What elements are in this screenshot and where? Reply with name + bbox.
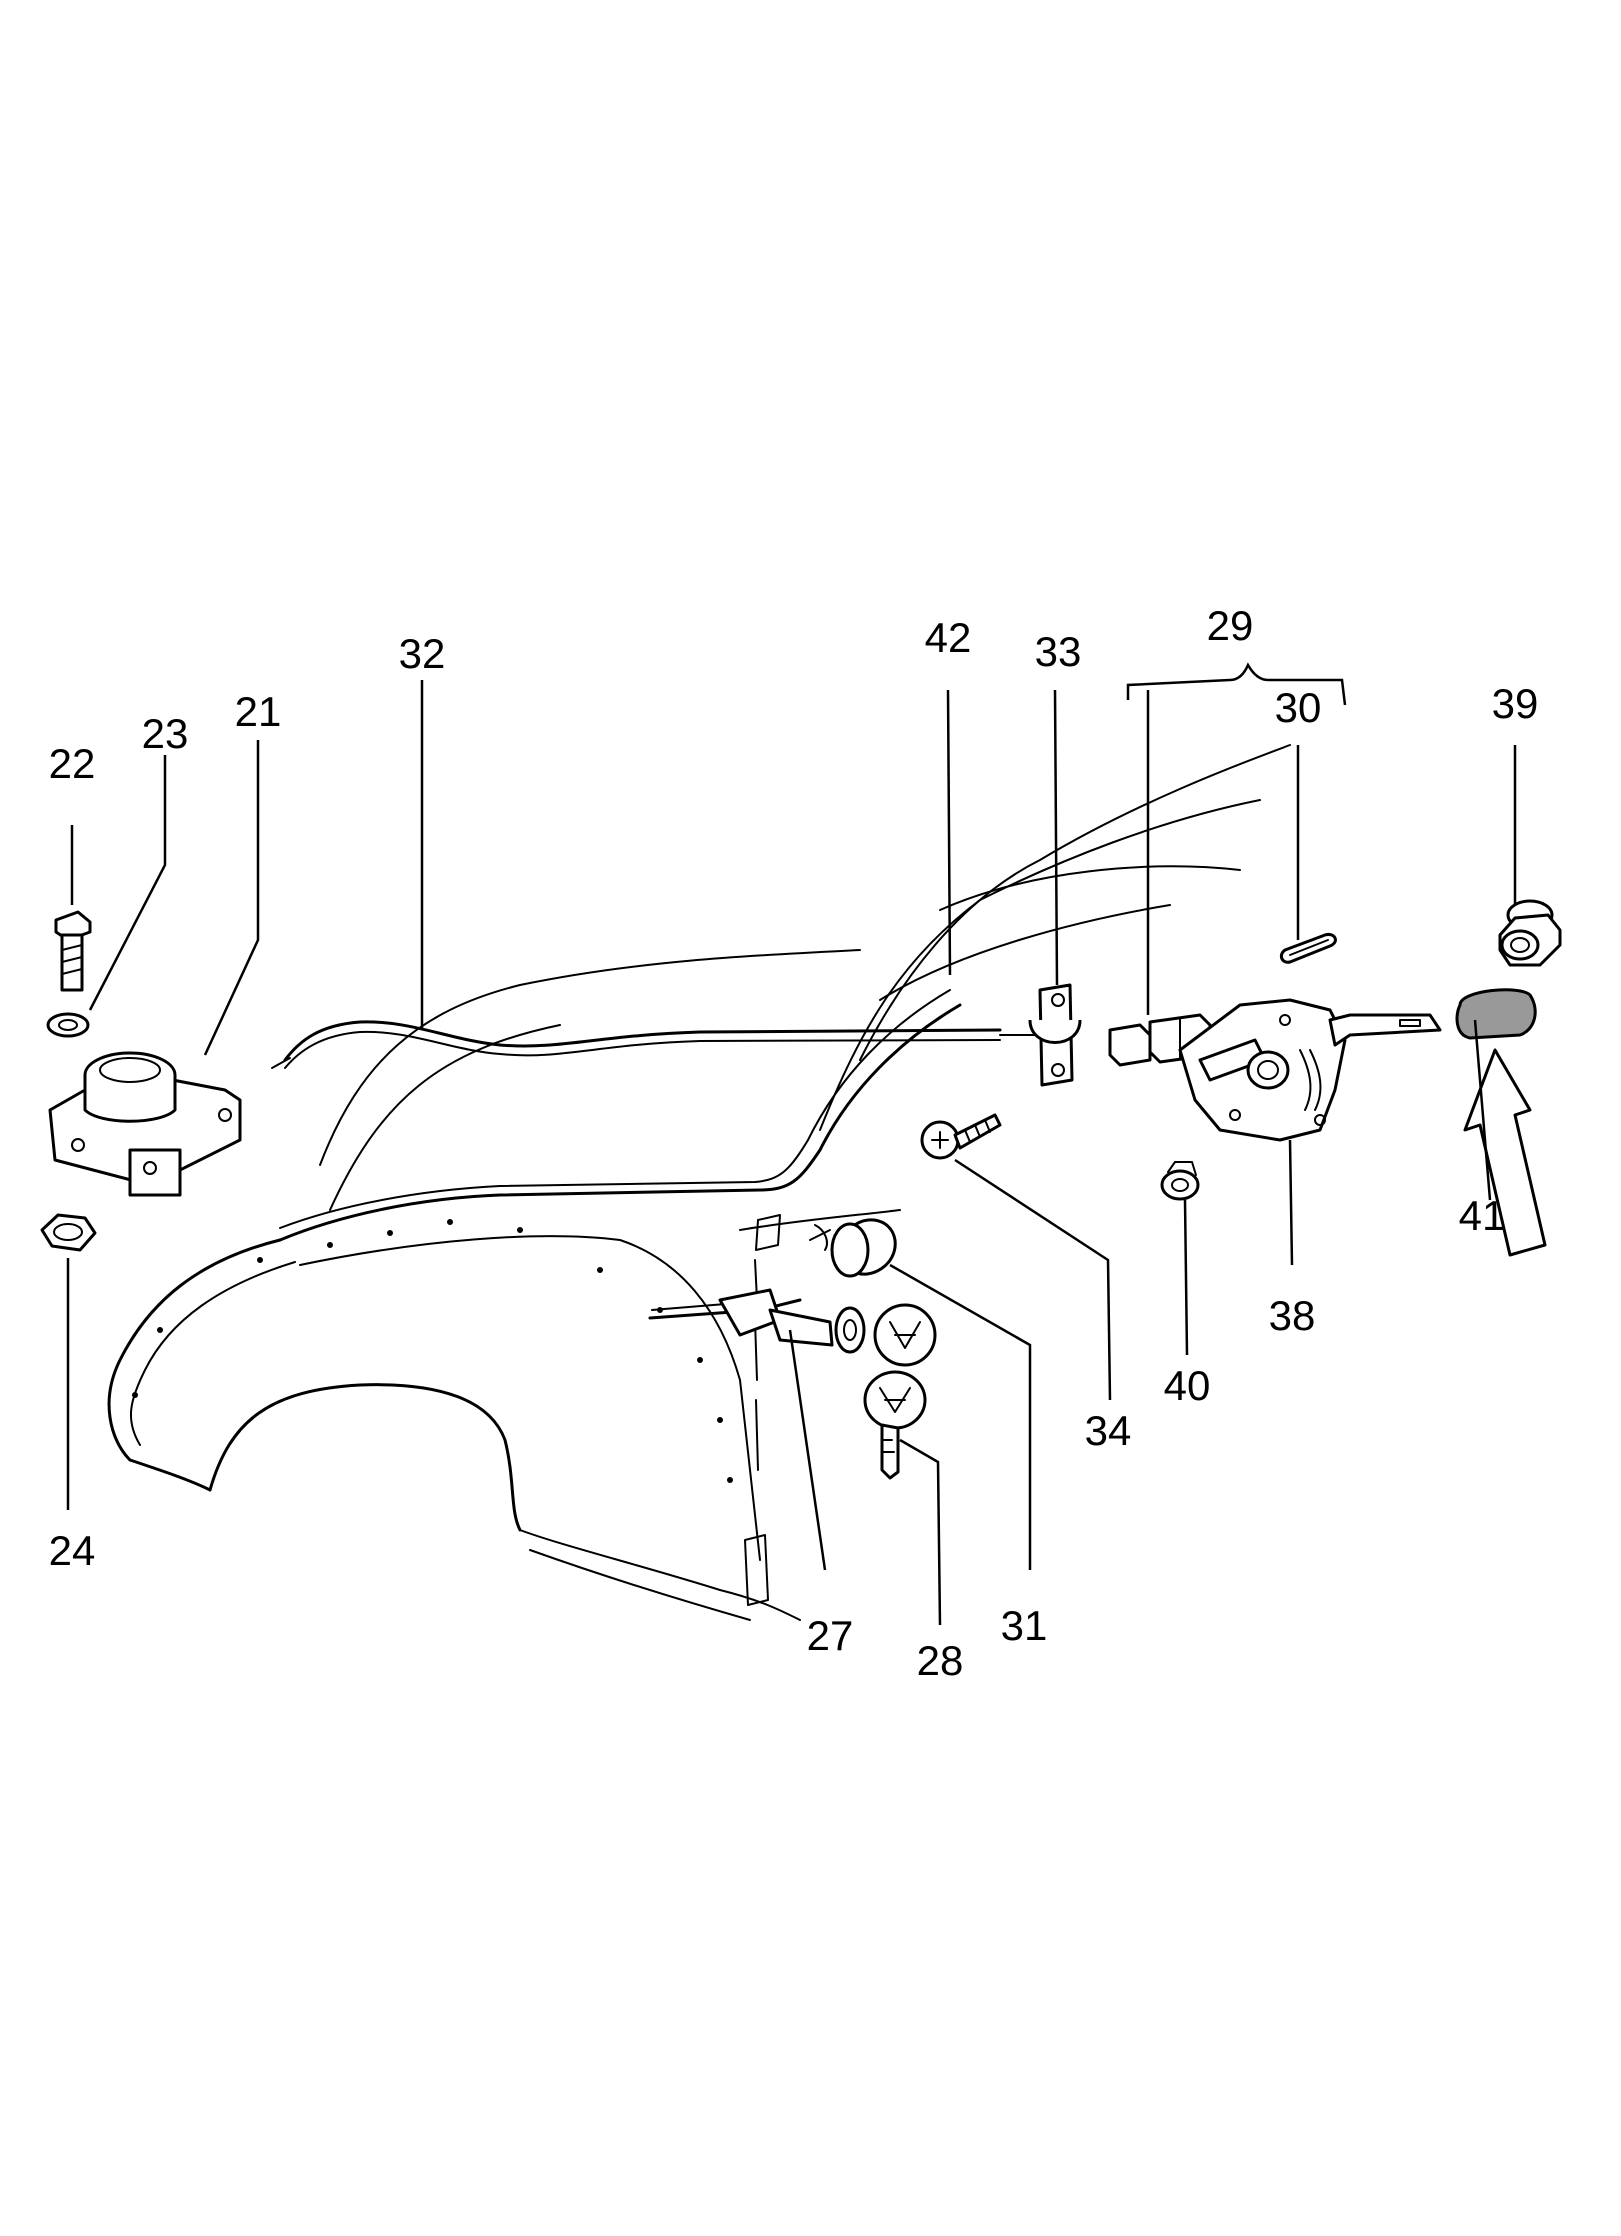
lock-cylinder [648, 1288, 866, 1354]
bolt [54, 910, 92, 992]
label-34: 34 [1085, 1407, 1132, 1454]
split-pin [1279, 932, 1337, 964]
label-28: 28 [917, 1637, 964, 1684]
label-21: 21 [235, 688, 282, 735]
car-body-outline [107, 744, 1291, 1621]
lock-mechanism [1178, 998, 1442, 1142]
rubber-cap [809, 1218, 897, 1278]
grommet [1455, 988, 1537, 1040]
label-38: 38 [1269, 1292, 1316, 1339]
label-33: 33 [1035, 628, 1082, 675]
label-27: 27 [807, 1612, 854, 1659]
keys [863, 1303, 937, 1480]
label-22: 22 [49, 740, 96, 787]
label-41: 41 [1459, 1192, 1506, 1239]
label-31: 31 [1001, 1602, 1048, 1649]
label-42: 42 [925, 614, 972, 661]
leader-lines [66, 662, 1517, 1626]
highlight-arrow [1463, 1048, 1547, 1257]
spring-washer [46, 1012, 90, 1038]
cable-clip [1028, 983, 1082, 1087]
label-29: 29 [1207, 602, 1254, 649]
label-40: 40 [1164, 1362, 1211, 1409]
rubber-buffer [1498, 899, 1562, 967]
lock-base [48, 1051, 242, 1197]
self-tapping-screw [920, 1113, 1002, 1160]
small-washer [1160, 1161, 1200, 1201]
label-30: 30 [1275, 684, 1322, 731]
part-labels: 22 23 21 24 32 42 33 29 30 39 41 38 40 3… [49, 602, 1539, 1684]
label-39: 39 [1492, 680, 1539, 727]
label-32: 32 [399, 630, 446, 677]
hex-nut [40, 1213, 97, 1252]
label-24: 24 [49, 1527, 96, 1574]
label-23: 23 [142, 710, 189, 757]
